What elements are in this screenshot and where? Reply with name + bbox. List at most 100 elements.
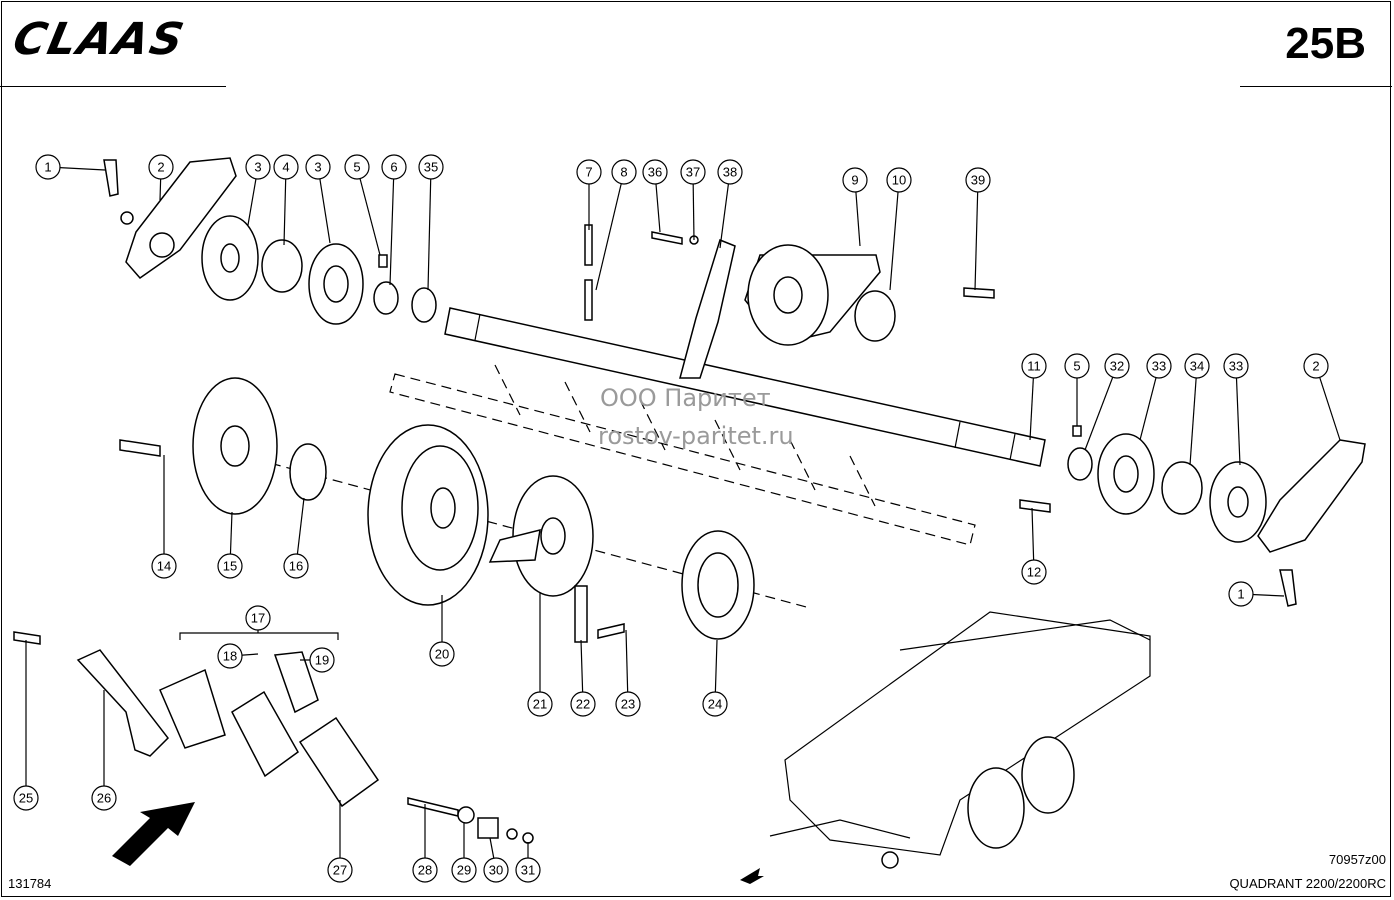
callout-circle [91,785,117,811]
callout-circle [283,553,309,579]
callout-number: 30 [489,863,503,878]
callout-number: 25 [19,791,33,806]
callout-leader-line [889,179,900,291]
callout-circle [680,159,706,185]
callout-circle [527,691,553,717]
callout-circle [418,154,444,180]
callout-circle [611,159,637,185]
callout-1: 1 [35,154,61,180]
pins [584,224,593,321]
callout-leader-line [389,166,395,286]
watermark-url: rostov-paritet.ru [598,422,794,450]
direction-arrows [112,802,764,884]
callout-37: 37 [680,159,706,185]
callout-number: 10 [892,173,906,188]
callout-number: 8 [620,165,627,180]
callout-number: 15 [223,559,237,574]
callout-circle [1303,353,1329,379]
callout-number: 24 [708,697,722,712]
callout-34: 34 [1184,353,1210,379]
callout-35: 35 [418,154,444,180]
callout-number: 20 [435,647,449,662]
callout-5: 5 [1064,353,1090,379]
callout-leader-line [1235,365,1241,466]
callout-29: 29 [451,857,477,883]
callout-circle [615,691,641,717]
callout-number: 33 [1152,359,1166,374]
callout-number: 16 [289,559,303,574]
page-code-underline [1240,86,1392,87]
callout-33: 33 [1223,353,1249,379]
callout-circle [570,691,596,717]
callout-number: 2 [157,160,164,175]
callout-circle [1146,353,1172,379]
callout-16: 16 [283,553,309,579]
callout-27: 27 [327,857,353,883]
callout-leader-line [719,171,731,249]
callout-leader-line [1189,365,1198,466]
callout-leader-line [1084,365,1118,451]
callout-number: 1 [44,160,51,175]
callout-36: 36 [642,159,668,185]
callout-4: 4 [273,154,299,180]
callout-leader-line [1315,365,1341,441]
callout-number: 33 [1229,359,1243,374]
callout-number: 5 [1073,359,1080,374]
callout-leader-line [1139,365,1160,441]
callout-number: 26 [97,791,111,806]
callout-leader-line [317,166,331,244]
right-bearing-stack [1019,425,1366,607]
callout-19: 19 [309,647,335,673]
callout-25: 25 [13,785,39,811]
callout-2: 2 [148,154,174,180]
callout-30: 30 [483,857,509,883]
lever-and-cam [651,231,995,379]
callout-number: 5 [353,160,360,175]
callout-10: 10 [886,167,912,193]
callout-leader-line [595,171,625,291]
model-name: QUADRANT 2200/2200RC [1229,876,1386,891]
callout-circle [1064,353,1090,379]
callout-circle [515,857,541,883]
callout-number: 4 [282,160,289,175]
drive-discs [119,377,755,643]
callout-leader-line [427,166,432,291]
callout-32: 32 [1104,353,1130,379]
callout-31: 31 [515,857,541,883]
drawing-number: 131784 [8,876,52,891]
callout-leader-line [356,166,381,256]
callout-number: 35 [424,160,438,175]
callout-circle [327,857,353,883]
callout-number: 17 [251,611,265,626]
callout-12: 12 [1021,559,1047,585]
callout-38: 38 [717,159,743,185]
callout-circle [576,159,602,185]
callout-circle [1223,353,1249,379]
callout-11: 11 [1021,353,1047,379]
callout-number: 19 [315,653,329,668]
callout-20: 20 [429,641,455,667]
callout-circle [35,154,61,180]
callout-3: 3 [245,154,271,180]
callout-23: 23 [615,691,641,717]
callout-circle [1104,353,1130,379]
callout-leader-line [283,166,287,246]
callout-circle [309,647,335,673]
callout-8: 8 [611,159,637,185]
callout-15: 15 [217,553,243,579]
callout-circle [842,167,868,193]
callout-circle [305,154,331,180]
logo-underline [0,86,226,87]
page-code: 25B [1285,19,1366,68]
callout-circle [151,553,177,579]
callout-26: 26 [91,785,117,811]
callout-number: 34 [1190,359,1204,374]
callout-22: 22 [570,691,596,717]
main-shaft [444,307,1046,467]
left-discs [201,215,437,325]
callout-2: 2 [1303,353,1329,379]
callout-24: 24 [702,691,728,717]
callout-leader-line [974,179,979,291]
callout-circle [1184,353,1210,379]
